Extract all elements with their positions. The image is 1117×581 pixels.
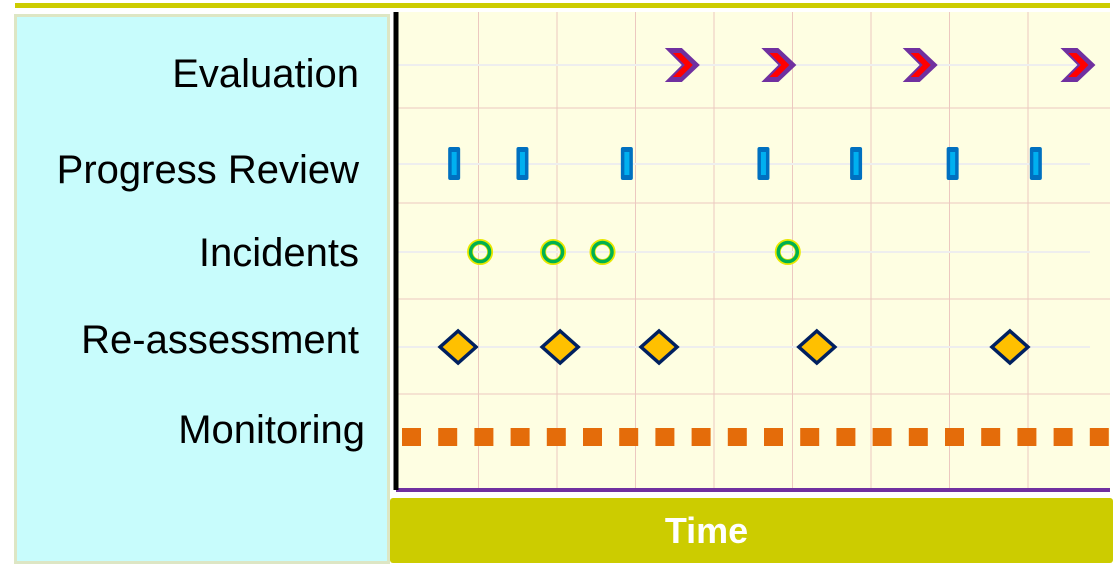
row-label-evaluation: Evaluation xyxy=(172,52,359,96)
top-accent-line xyxy=(15,3,1110,8)
monitoring-dash xyxy=(908,428,928,446)
time-axis-label: Time xyxy=(664,509,749,551)
progress-bar-inner-icon xyxy=(853,152,859,175)
monitoring-dash xyxy=(764,428,783,446)
monitoring-dash xyxy=(727,428,747,446)
chevron-inner-icon xyxy=(910,53,931,77)
progress-bar-inner-icon xyxy=(950,152,956,175)
progress-bar-inner-icon xyxy=(624,152,630,175)
chevron-inner-icon xyxy=(1068,53,1089,77)
diamond-icon xyxy=(796,328,838,366)
monitoring-dash xyxy=(619,428,639,446)
monitoring-dash xyxy=(438,428,458,446)
diamond-icon xyxy=(539,328,581,366)
row-label-progress-review: Progress Review xyxy=(56,148,359,192)
monitoring-dash xyxy=(583,428,602,446)
chevron-icon xyxy=(761,48,797,82)
monitoring-dash xyxy=(1053,428,1073,446)
incident-ring-inner-icon xyxy=(468,240,492,264)
monitoring-dash xyxy=(836,428,856,446)
incident-ring-inner-icon xyxy=(776,240,800,264)
monitoring-dash xyxy=(691,428,711,446)
chevron-icon xyxy=(1060,48,1096,82)
monitoring-dash xyxy=(402,428,421,446)
time-axis-bar: Time xyxy=(390,498,1113,563)
diamond-icon xyxy=(989,328,1031,366)
chevron-inner-icon xyxy=(769,53,790,77)
diamond-icon xyxy=(638,328,680,366)
incident-ring-inner-icon xyxy=(541,240,565,264)
monitoring-dash xyxy=(1017,428,1037,446)
progress-bar-inner-icon xyxy=(519,152,525,175)
monitoring-dash xyxy=(474,428,494,446)
incident-ring-inner-icon xyxy=(591,240,614,264)
monitoring-dash xyxy=(1089,428,1109,446)
chevron-icon xyxy=(902,48,938,82)
chevron-icon xyxy=(664,48,700,82)
monitoring-dash xyxy=(546,428,566,446)
monitoring-dash xyxy=(945,428,964,446)
diamond-icon xyxy=(437,328,479,366)
row-label-re-assessment: Re-assessment xyxy=(81,318,359,362)
progress-bar-inner-icon xyxy=(1033,152,1039,175)
progress-bar-inner-icon xyxy=(451,152,457,175)
monitoring-dash xyxy=(510,428,530,446)
row-label-incidents: Incidents xyxy=(198,231,359,275)
monitoring-dash xyxy=(981,428,1001,446)
monitoring-dash xyxy=(655,428,675,446)
row-label-monitoring: Monitoring xyxy=(178,408,365,452)
progress-bar-inner-icon xyxy=(760,152,766,175)
category-panel: Evaluation Progress Review Incidents Re-… xyxy=(14,14,390,564)
monitoring-dash xyxy=(872,428,892,446)
monitoring-dash xyxy=(800,428,820,446)
chevron-inner-icon xyxy=(672,53,693,77)
